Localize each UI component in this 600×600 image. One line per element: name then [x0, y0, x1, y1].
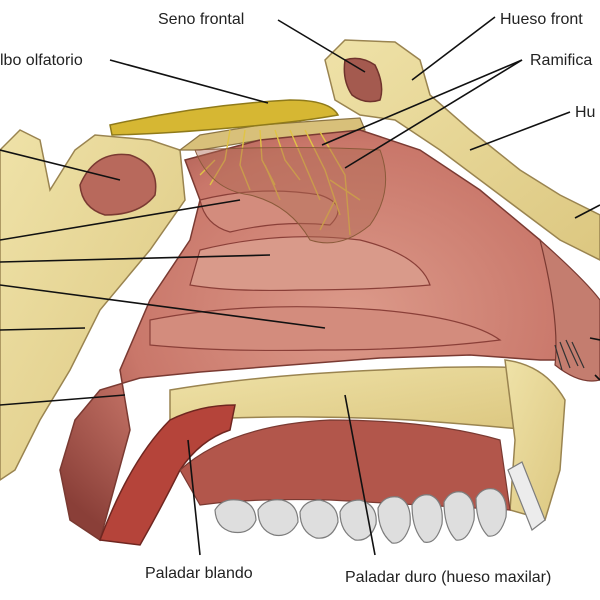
oral-cavity	[179, 419, 511, 511]
label-seno-frontal: Seno frontal	[158, 11, 244, 28]
label-bulbo-olfatorio: lbo olfatorio	[0, 52, 83, 69]
leader-right-1	[574, 204, 600, 219]
leader-bulbo	[109, 59, 269, 104]
leader-left-5	[0, 327, 86, 331]
label-hueso-frontal: Hueso front	[500, 11, 583, 28]
leader-hueso-nasal	[469, 111, 571, 151]
leader-left-3	[0, 254, 271, 263]
label-ramificaciones: Ramifica	[530, 52, 592, 69]
nostril-hair	[554, 339, 585, 371]
olfactory-bulb	[109, 99, 340, 136]
label-paladar-duro: Paladar duro (hueso maxilar)	[345, 569, 551, 586]
inferior-turbinate	[149, 306, 502, 352]
frontal-sinus	[343, 57, 383, 103]
leader-left-1	[0, 149, 121, 181]
teeth	[214, 461, 546, 544]
middle-turbinate	[189, 236, 431, 292]
leader-left-2	[0, 199, 241, 241]
leader-left-4	[0, 284, 326, 329]
label-paladar-blando: Paladar blando	[145, 565, 253, 582]
hard-palate-bone	[169, 366, 536, 432]
sphenoid-sinus	[79, 153, 157, 216]
leader-paladar-blando	[187, 439, 201, 556]
leader-paladar-duro	[344, 394, 376, 556]
leader-hueso-frontal	[411, 16, 496, 81]
leader-right-3	[594, 374, 600, 381]
leader-seno-frontal	[277, 19, 366, 73]
leader-right-2	[589, 337, 600, 341]
leader-ramifica-1	[321, 59, 523, 146]
leader-left-6	[0, 394, 126, 406]
label-hueso-nasal: Hu	[575, 104, 595, 121]
leader-lines	[0, 16, 600, 556]
leader-ramifica-2	[344, 59, 523, 169]
nerve-field	[194, 147, 387, 244]
nasal-cartilage	[538, 238, 600, 382]
soft-palate	[98, 404, 236, 546]
olfactory-nerves	[199, 129, 361, 236]
